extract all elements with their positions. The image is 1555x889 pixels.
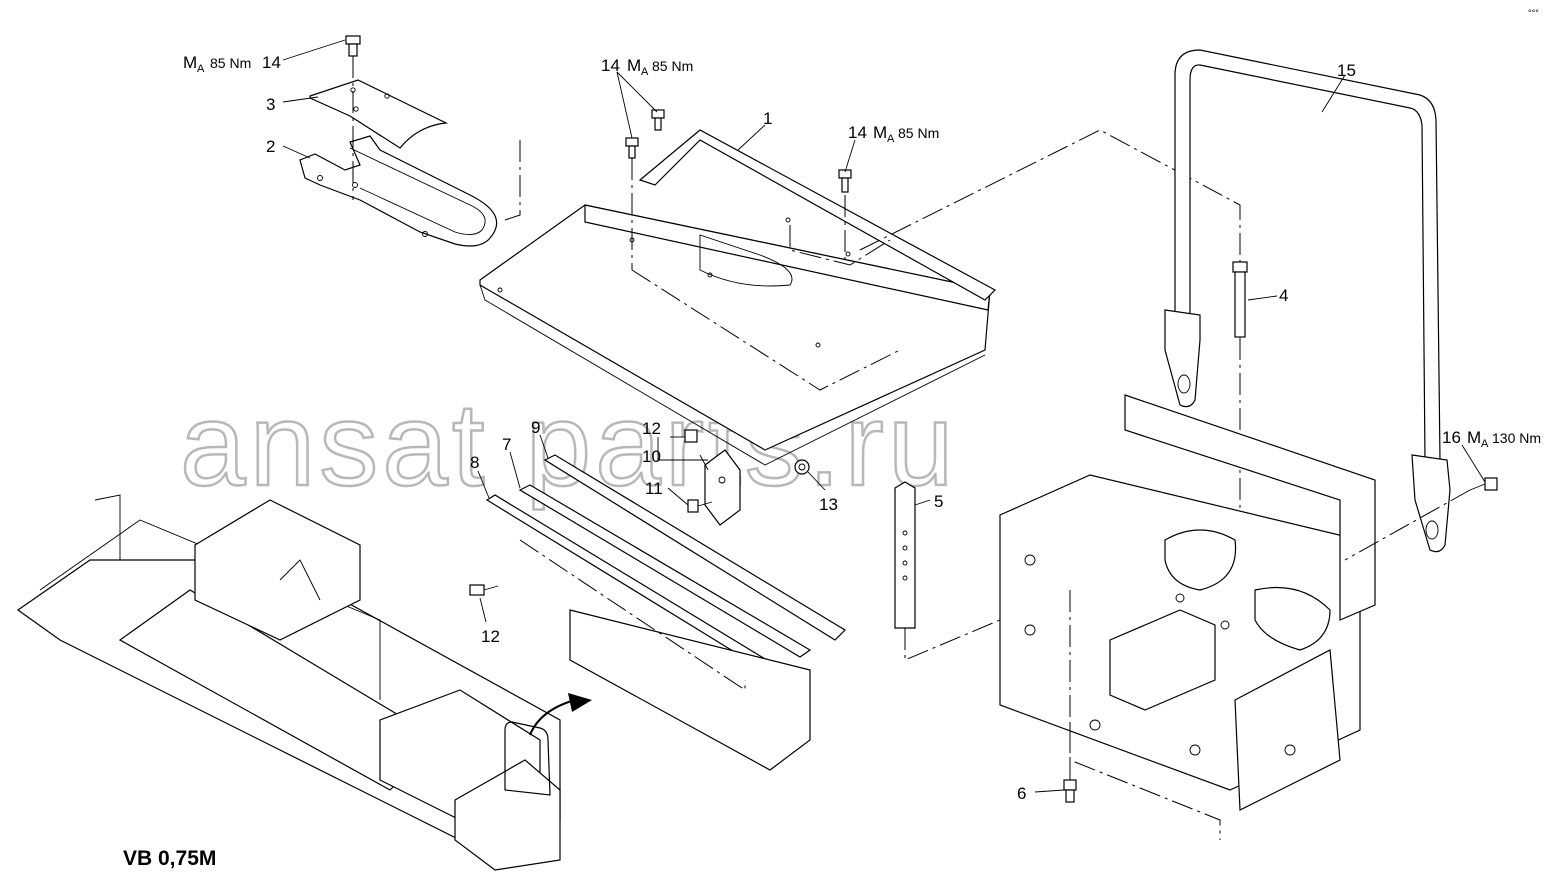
part-6-bolt[interactable]	[1063, 779, 1077, 803]
label-14a: 14	[262, 53, 281, 72]
torque-sub-14c: A	[887, 133, 895, 145]
label-11: 11	[645, 479, 663, 498]
torque-label-14a: M	[183, 53, 197, 72]
torque-value-14c: 85 Nm	[898, 125, 939, 141]
label-5: 5	[934, 492, 943, 511]
label-3: 3	[266, 95, 275, 114]
label-14c: 14	[848, 123, 867, 142]
bolt-14-cover-b[interactable]	[651, 109, 665, 131]
part-1-main-cover[interactable]	[479, 129, 996, 466]
part-3-top-plate[interactable]	[309, 79, 449, 149]
label-7: 7	[502, 435, 511, 454]
machine-overview	[16, 494, 561, 871]
leader-lines	[282, 39, 1486, 793]
part-13-nut[interactable]	[794, 459, 810, 475]
label-9: 9	[531, 418, 540, 437]
torque-symbol-14c: M	[873, 123, 887, 142]
label-12b: 12	[481, 627, 500, 646]
diagram-title: VB 0,75M	[123, 847, 216, 870]
torque-value-14a: 85 Nm	[210, 55, 251, 71]
bolt-14-left[interactable]	[345, 35, 361, 57]
right-assembly-frame[interactable]	[999, 394, 1376, 811]
torque-value-16: 130 Nm	[1492, 430, 1541, 446]
part-15-handle[interactable]	[1164, 49, 1451, 553]
torque-sub-16: A	[1481, 438, 1489, 450]
part-12-bolt-lower[interactable]	[469, 584, 499, 596]
label-8: 8	[470, 453, 479, 472]
label-1: 1	[763, 109, 772, 128]
plate-lower[interactable]	[569, 609, 811, 771]
torque-sub-14b: A	[641, 66, 649, 78]
part-11-bolt[interactable]	[687, 499, 713, 513]
label-4: 4	[1279, 286, 1288, 305]
bolt-14-cover-c[interactable]	[838, 169, 852, 193]
label-10: 10	[642, 447, 661, 466]
corner-mark: °°°	[1528, 8, 1539, 18]
part-16-bolt[interactable]	[1469, 477, 1498, 491]
label-16: 16	[1442, 428, 1461, 447]
label-12a: 12	[642, 419, 661, 438]
label-15: 15	[1337, 61, 1356, 80]
torque-sub-14a: A	[197, 63, 205, 75]
pointer-arrow	[529, 693, 592, 736]
bolt-14-cover-a[interactable]	[625, 137, 639, 159]
torque-symbol-14b: M	[627, 56, 641, 75]
part-5-post[interactable]	[894, 481, 916, 629]
label-14b: 14	[601, 56, 620, 75]
part-10-hinge[interactable]	[704, 449, 741, 526]
label-13: 13	[819, 495, 838, 514]
label-2: 2	[266, 137, 275, 156]
part-2-bracket[interactable]	[299, 135, 498, 247]
label-6: 6	[1017, 784, 1026, 803]
torque-symbol-16: M	[1467, 428, 1481, 447]
part-9-bar[interactable]	[543, 454, 846, 641]
part-12-bolt-upper[interactable]	[684, 429, 698, 443]
part-4-spacer[interactable]	[1232, 261, 1248, 338]
torque-value-14b: 85 Nm	[652, 58, 693, 74]
part-7-bar[interactable]	[518, 484, 812, 658]
